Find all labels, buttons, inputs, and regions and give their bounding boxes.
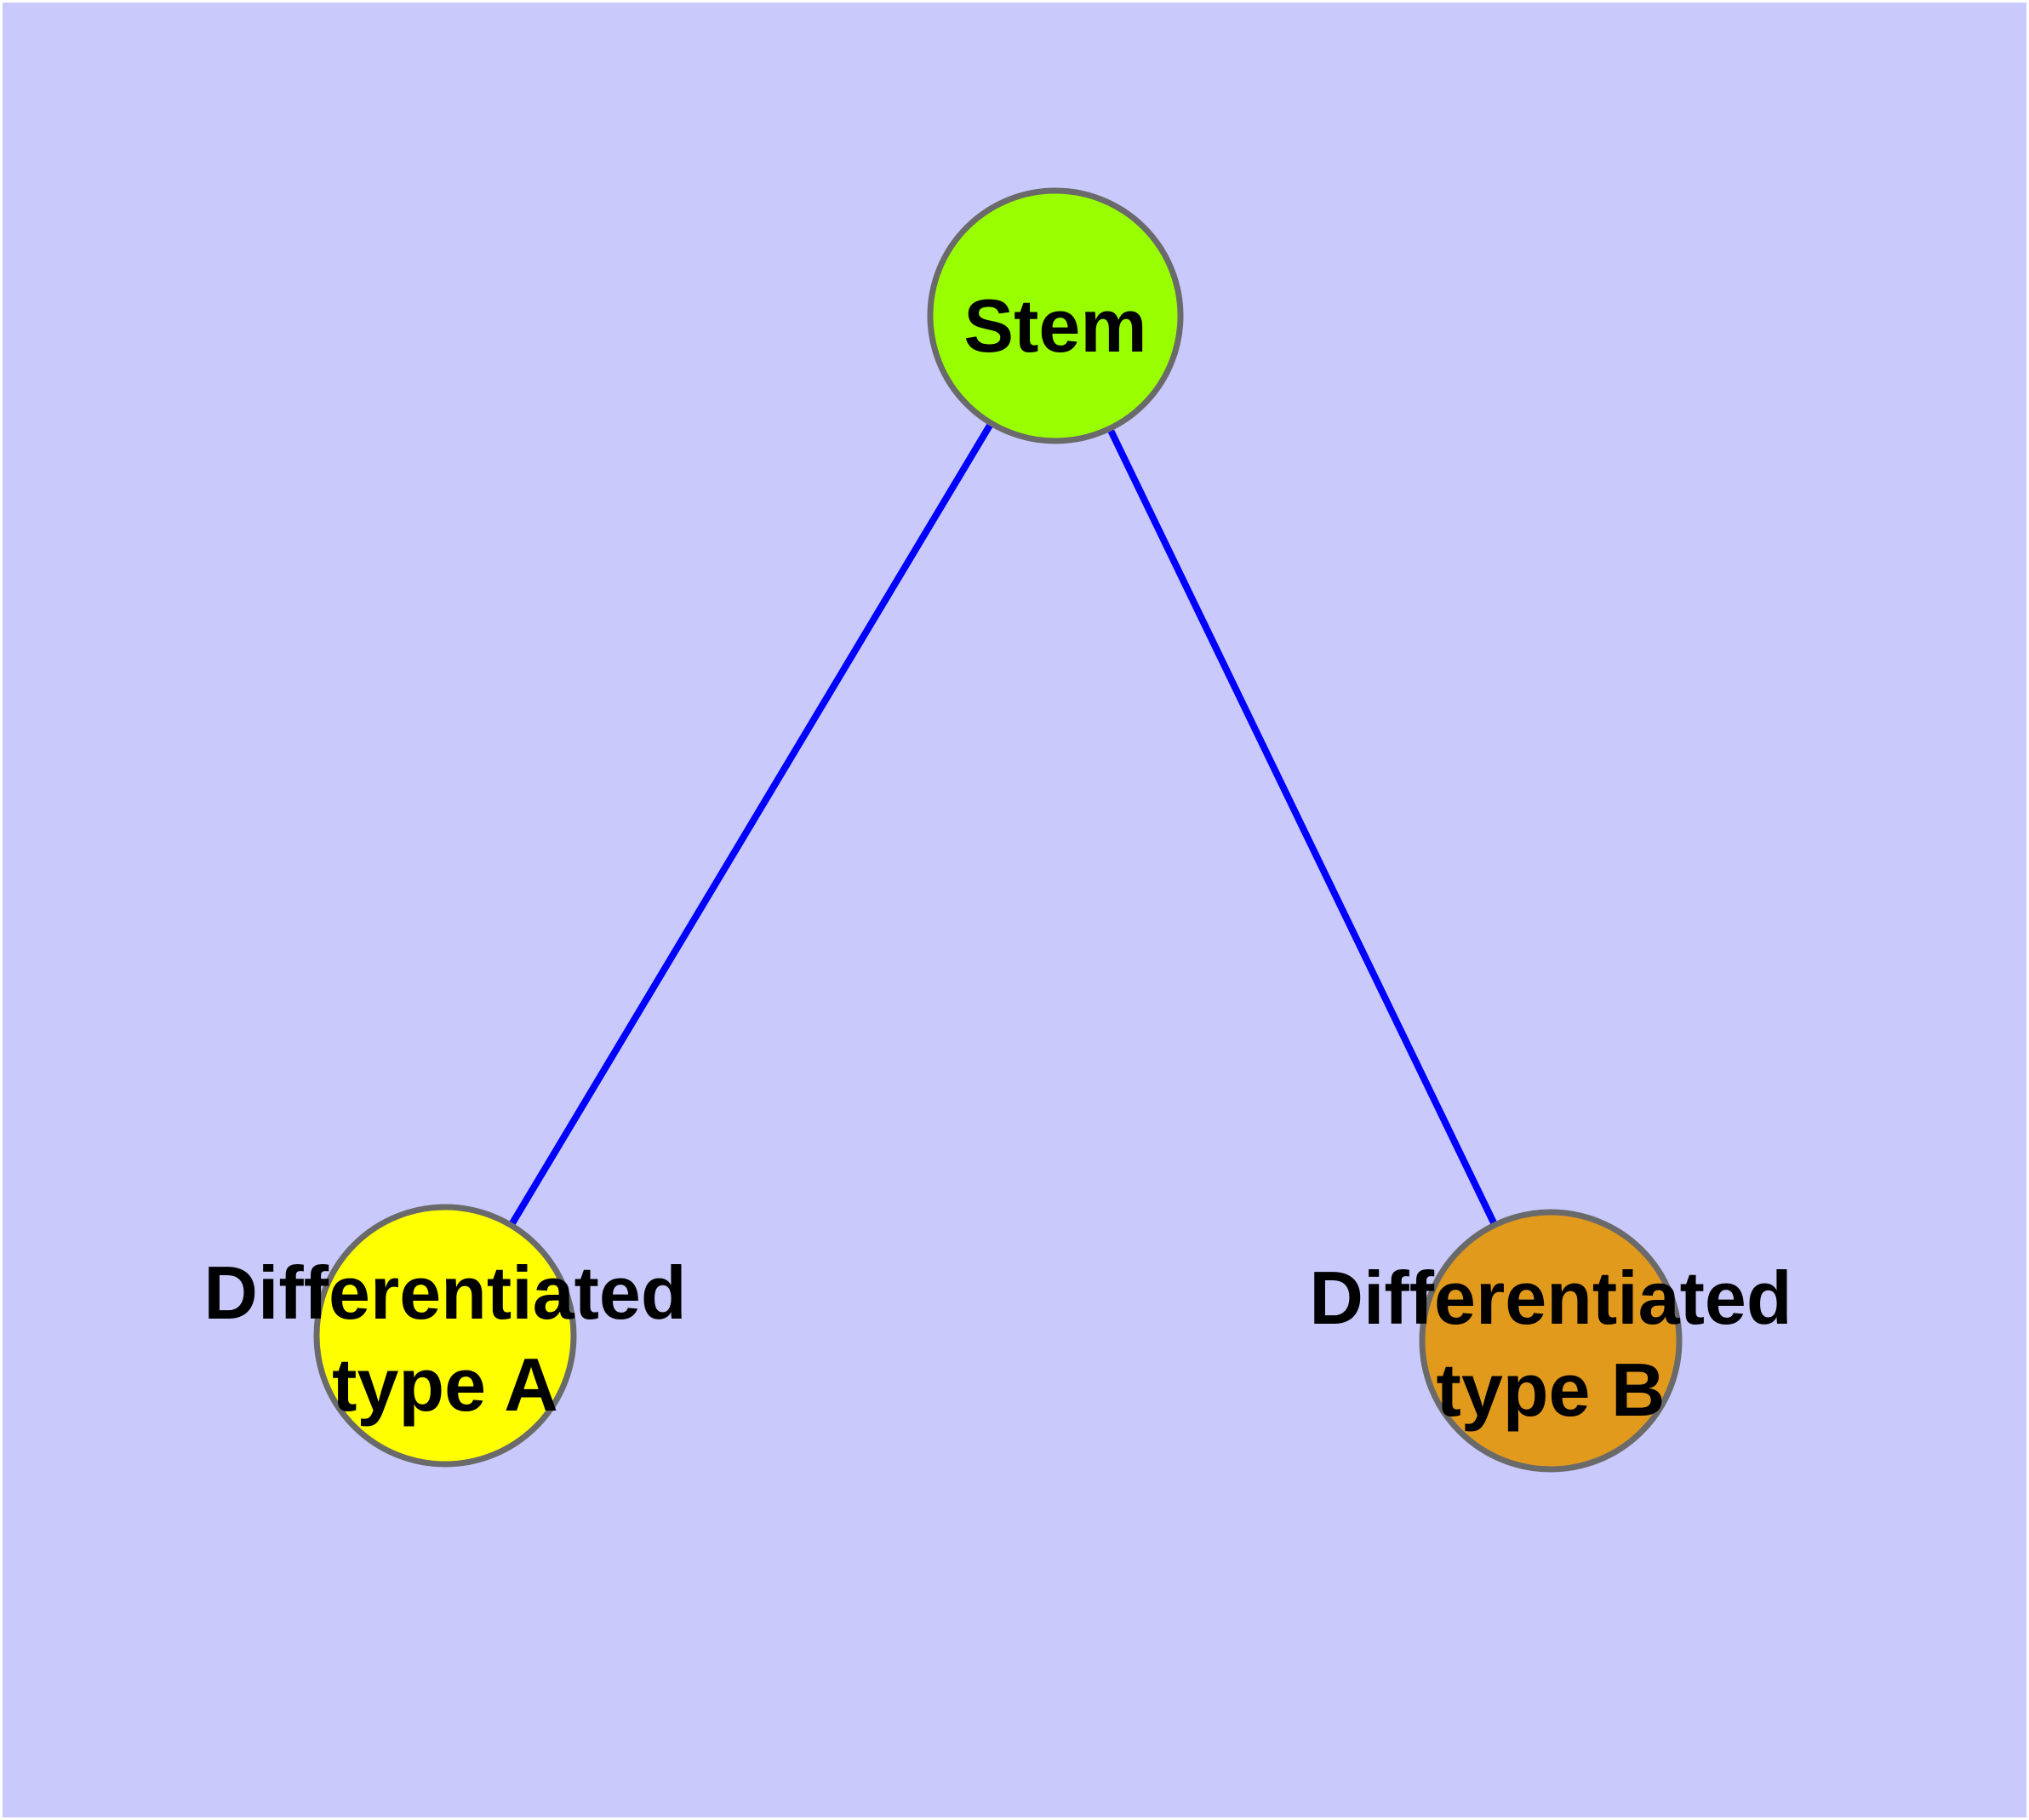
node-stem-circle [927, 187, 1184, 444]
node-type_b-label-line2: type B [1437, 1348, 1666, 1432]
node-type_b-circle [1419, 1209, 1683, 1473]
edge-stem-type_b [1052, 314, 1554, 1342]
node-type_a-circle [313, 1204, 577, 1468]
node-type_a-label-line1: Differentiated [203, 1251, 686, 1335]
node-stem-label: Stem [963, 283, 1146, 368]
edge-stem-type_a [442, 313, 1059, 1338]
graph-svg: Stem Differentiated type A Differentiate… [203, 187, 1792, 1473]
node-type_b-label-line1: Differentiated [1309, 1256, 1792, 1340]
node-type_a-label-line2: type A [332, 1342, 558, 1427]
